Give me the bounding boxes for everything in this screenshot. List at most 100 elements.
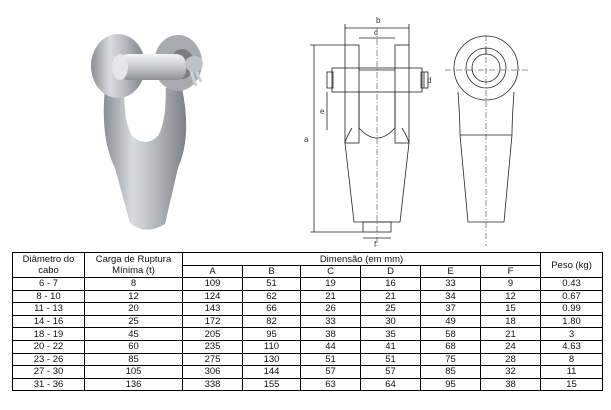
table-cell: 31 - 36 [12, 377, 85, 392]
table-cell: 30 [360, 314, 421, 329]
table-cell: 14 - 16 [12, 314, 85, 329]
table-cell: 9 [479, 277, 542, 291]
table-cell: 44 [300, 339, 361, 354]
table-cell: 21 [479, 327, 542, 341]
table-cell: 0.99 [540, 302, 604, 316]
table-cell: 75 [420, 352, 481, 367]
table-cell: 85 [420, 365, 481, 379]
table-cell: 34 [420, 289, 481, 304]
header-diametro: Diâmetro do cabo [12, 252, 85, 278]
table-cell: 95 [242, 327, 301, 341]
table-cell: 105 [84, 365, 183, 379]
table-cell: 109 [182, 277, 243, 291]
table-cell: 26 [300, 302, 361, 316]
table-cell: 235 [182, 339, 243, 354]
table-cell: 37 [420, 302, 481, 316]
table-cell: 20 - 22 [12, 339, 85, 354]
table-cell: 172 [182, 314, 243, 329]
table-cell: 18 - 19 [12, 327, 85, 341]
table-cell: 20 [84, 302, 183, 316]
table-cell: 60 [84, 339, 183, 354]
table-cell: 85 [84, 352, 183, 367]
table-cell: 51 [360, 352, 421, 367]
table-cell: 28 [479, 352, 542, 367]
table-cell: 275 [182, 352, 243, 367]
table-cell: 23 - 26 [12, 352, 85, 367]
table-cell: 11 - 13 [12, 302, 85, 316]
header-dim-b: B [242, 265, 301, 278]
table-cell: 25 [360, 302, 421, 316]
table-cell: 8 - 10 [12, 289, 85, 304]
label-c: c [374, 28, 378, 37]
table-cell: 12 [479, 289, 542, 304]
table-cell: 205 [182, 327, 243, 341]
table-cell: 62 [242, 289, 301, 304]
header-carga: Carga de Ruptura Mínima (t) [84, 252, 183, 278]
front-view-drawing: b c a e d f [304, 16, 431, 249]
table-cell: 51 [242, 277, 301, 291]
table-cell: 68 [420, 339, 481, 354]
table-cell: 8 [84, 277, 183, 291]
table-cell: 18 [479, 314, 542, 329]
table-cell: 21 [300, 289, 361, 304]
table-cell: 41 [360, 339, 421, 354]
table-cell: 136 [84, 377, 183, 392]
header-peso: Peso (kg) [540, 252, 604, 278]
table-cell: 49 [420, 314, 481, 329]
table-cell: 57 [360, 365, 421, 379]
table-cell: 25 [84, 314, 183, 329]
table-cell: 63 [300, 377, 361, 392]
table-cell: 0.43 [540, 277, 604, 291]
specification-table: Diâmetro do cabo Carga de Ruptura Mínima… [12, 252, 604, 392]
side-view-drawing [445, 35, 530, 246]
table-cell: 306 [182, 365, 243, 379]
table-cell: 95 [420, 377, 481, 392]
label-f: f [374, 240, 377, 249]
table-cell: 51 [300, 352, 361, 367]
table-cell: 12 [84, 289, 183, 304]
table-cell: 64 [360, 377, 421, 392]
table-cell: 8 [540, 352, 604, 367]
table-cell: 155 [242, 377, 301, 392]
header-dim-a: A [182, 265, 243, 278]
table-cell: 1.80 [540, 314, 604, 329]
table-cell: 110 [242, 339, 301, 354]
table-cell: 57 [300, 365, 361, 379]
table-cell: 19 [300, 277, 361, 291]
table-cell: 58 [420, 327, 481, 341]
table-cell: 35 [360, 327, 421, 341]
header-dim-f: F [479, 265, 542, 278]
header-dim-d: D [360, 265, 421, 278]
table-cell: 6 - 7 [12, 277, 85, 291]
table-cell: 38 [479, 377, 542, 392]
table-cell: 4.63 [540, 339, 604, 354]
table-cell: 45 [84, 327, 183, 341]
table-cell: 338 [182, 377, 243, 392]
table-cell: 124 [182, 289, 243, 304]
table-cell: 38 [300, 327, 361, 341]
product-figure: b c a e d f [91, 16, 530, 249]
table-cell: 16 [360, 277, 421, 291]
label-e: e [320, 107, 325, 116]
label-b: b [376, 16, 381, 25]
table-cell: 33 [420, 277, 481, 291]
table-cell: 82 [242, 314, 301, 329]
label-a: a [304, 135, 309, 144]
table-cell: 143 [182, 302, 243, 316]
table-cell: 66 [242, 302, 301, 316]
table-cell: 144 [242, 365, 301, 379]
table-cell: 130 [242, 352, 301, 367]
header-dimensao: Dimensão (em mm) [181, 252, 542, 266]
header-dim-c: C [300, 265, 361, 278]
table-cell: 15 [479, 302, 542, 316]
